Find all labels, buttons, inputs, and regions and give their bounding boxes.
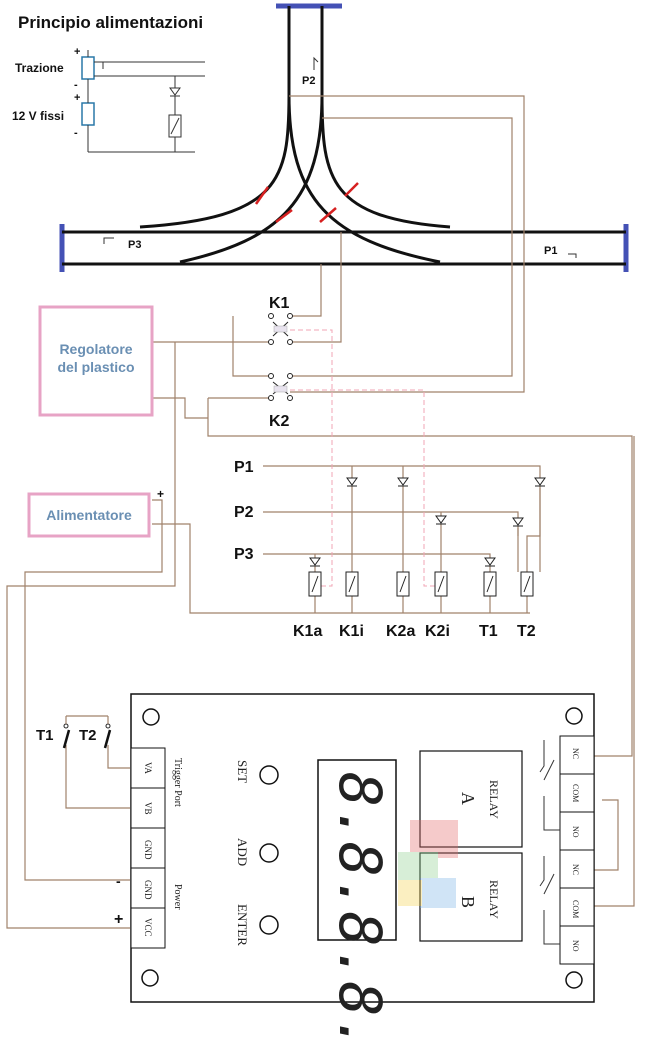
p3-track-label: P3 — [128, 239, 141, 251]
trigger-terminal-block: VA VB GND GND VCC Trigger Port Power — [130, 747, 183, 949]
display-digits: 8.8.8.8. — [326, 772, 394, 1042]
diagram-title: Principio alimentazioni — [18, 13, 203, 32]
regulator-box — [38, 305, 154, 417]
traction-minus: - — [74, 79, 78, 91]
pin-no-b: NO — [571, 940, 580, 952]
coil-icon — [434, 571, 448, 613]
bus-p1-label: P1 — [234, 459, 254, 476]
diode-icon — [169, 87, 181, 96]
supply-section: Trazione 12 V fissi + - + - — [12, 46, 205, 153]
p3-arrow-icon — [103, 237, 114, 244]
add-button[interactable] — [259, 843, 279, 863]
coil-label-k1a: K1a — [293, 623, 322, 640]
relay-b-letter: B — [458, 896, 478, 908]
traction-label: Trazione — [15, 61, 64, 75]
pin-vcc: VCC — [143, 918, 153, 937]
fixed-supply — [81, 102, 95, 126]
pin-com-b: COM — [571, 900, 580, 918]
p1-arrow-icon — [568, 253, 577, 258]
pin-gnd-2: GND — [143, 880, 153, 900]
pin-no-a: NO — [571, 826, 580, 838]
k1-label: K1 — [269, 295, 290, 312]
switch-t1-label: T1 — [36, 727, 54, 744]
relay-a-switch-icon — [539, 740, 560, 831]
coil-icon — [308, 571, 322, 613]
regulator-label-2: del plastico — [57, 359, 134, 375]
relay-b-title: RELAY — [487, 880, 501, 919]
pin-vb: VB — [143, 802, 153, 815]
seven-segment-display — [317, 759, 397, 941]
coil-label-t1: T1 — [479, 623, 498, 640]
diode-icon — [484, 557, 496, 572]
board-gnd-minus: - — [116, 873, 121, 889]
switch-t1-icon — [62, 729, 71, 749]
watermark-logo — [398, 820, 458, 908]
relay-a-block — [419, 750, 523, 848]
pin-com-a: COM — [571, 784, 580, 802]
diode-icon — [435, 515, 447, 572]
coil-group — [308, 571, 534, 613]
enter-button-label: ENTER — [235, 904, 250, 946]
bus-p3-label: P3 — [234, 546, 254, 563]
diode-icon — [512, 517, 524, 572]
coil-icon — [483, 571, 497, 613]
relay-a-letter: A — [458, 792, 478, 805]
coil-icon — [520, 571, 534, 613]
pushbuttons: T1 T2 — [36, 715, 112, 749]
board-vcc-plus: + — [114, 911, 123, 928]
trigger-port-label: Trigger Port — [172, 758, 183, 807]
coil-icon — [345, 571, 359, 613]
track-layout: P2 P3 P1 — [59, 3, 629, 272]
power-supply-label: Alimentatore — [46, 507, 132, 523]
coil-label-k1i: K1i — [339, 623, 364, 640]
relay-b-switch-icon — [539, 856, 560, 945]
set-button[interactable] — [259, 765, 279, 785]
output-terminal-block: NC COM NO NC COM NO — [539, 735, 595, 965]
coil-icon — [396, 571, 410, 613]
pin-va: VA — [143, 762, 153, 774]
diode-icon — [309, 557, 321, 572]
board-buttons: SET ADD ENTER — [235, 760, 279, 946]
switch-t2-icon — [103, 729, 112, 749]
fixed-plus: + — [74, 92, 80, 104]
pin-nc-a: NC — [571, 748, 580, 759]
pin-gnd-1: GND — [143, 840, 153, 860]
traction-plus: + — [74, 46, 80, 58]
diode-icon — [534, 477, 546, 572]
insulated-joints — [254, 182, 359, 223]
diode-icon — [397, 477, 409, 572]
relay-a-title: RELAY — [487, 780, 501, 819]
set-button-label: SET — [235, 760, 250, 783]
relay-contacts: K1 K2 — [268, 295, 293, 430]
coil-label-t2: T2 — [517, 623, 536, 640]
bus-p2-label: P2 — [234, 504, 254, 521]
add-button-label: ADD — [235, 838, 250, 866]
p1-track-label: P1 — [544, 245, 557, 257]
p2-track-label: P2 — [302, 75, 315, 87]
coil-label-k2i: K2i — [425, 623, 450, 640]
fixed-minus: - — [74, 127, 78, 139]
power-supply-box — [27, 492, 151, 538]
enter-button[interactable] — [259, 915, 279, 935]
switch-t2-label: T2 — [79, 727, 97, 744]
relay-b-block — [419, 852, 523, 942]
diode-group — [309, 477, 546, 572]
fixed-12v-label: 12 V fissi — [12, 109, 64, 123]
wiring — [6, 95, 635, 929]
supply-plus-sign: + — [157, 487, 164, 501]
relay-link-dashed — [290, 329, 440, 587]
relay-board: VA VB GND GND VCC Trigger Port Power + -… — [114, 693, 595, 1042]
regulator-label-1: Regolatore — [59, 341, 132, 357]
pin-nc-b: NC — [571, 864, 580, 875]
power-label: Power — [172, 884, 183, 910]
p2-arrow-icon — [313, 56, 319, 70]
traction-supply — [81, 56, 95, 80]
k2-label: K2 — [269, 413, 290, 430]
diode-icon — [346, 477, 358, 572]
coil-label-k2a: K2a — [386, 623, 415, 640]
